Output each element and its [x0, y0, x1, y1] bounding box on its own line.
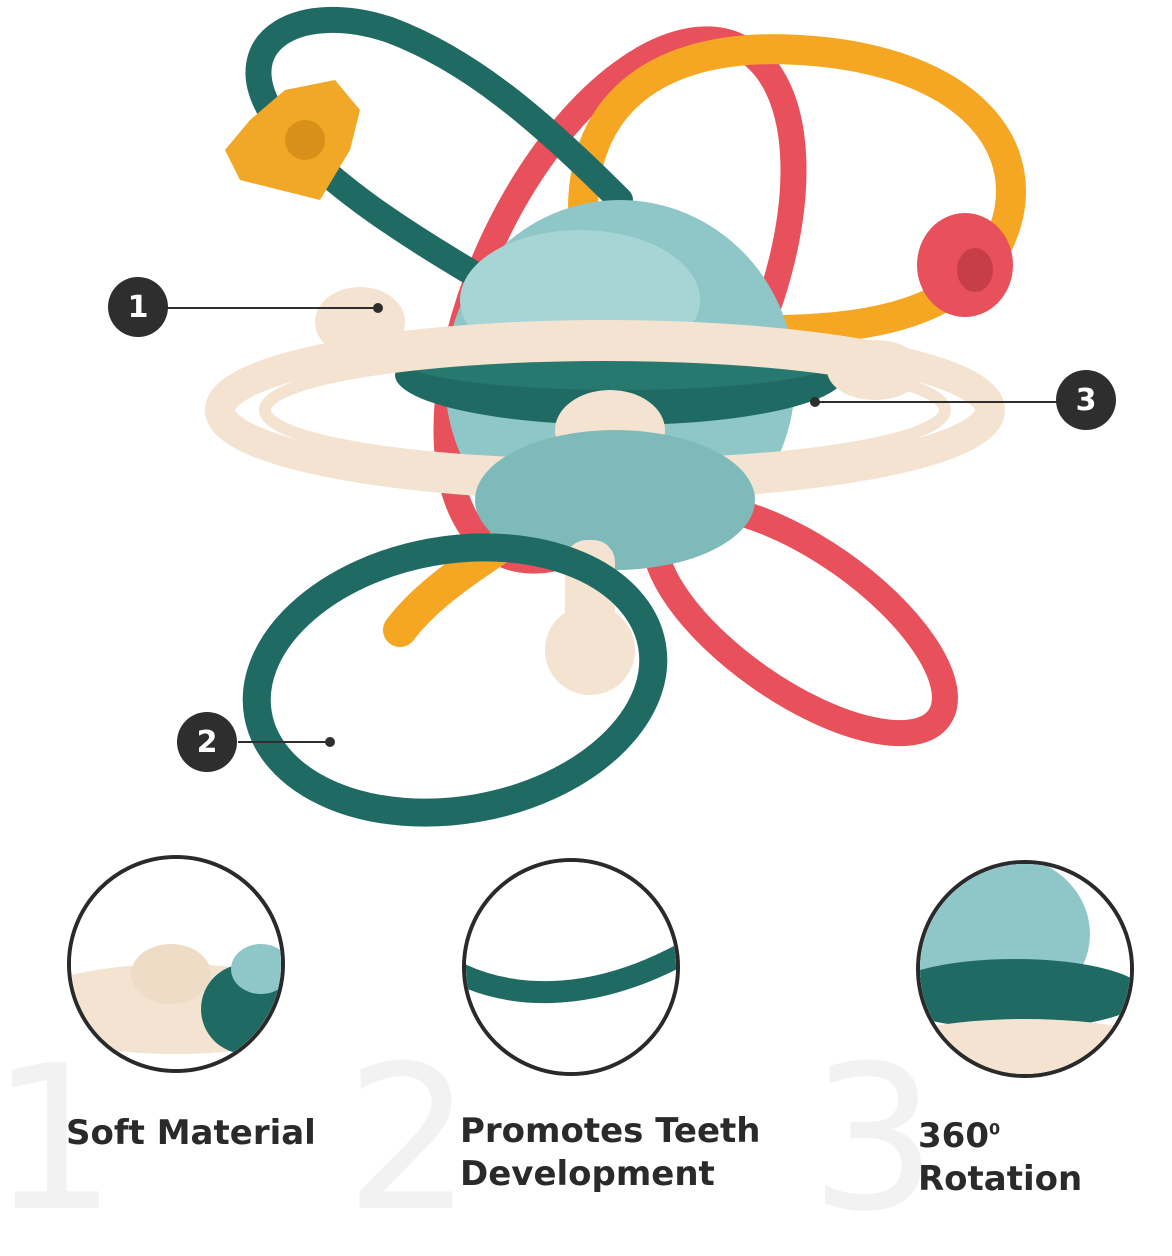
product-infographic: 1 2 3 1 2 3 Soft Material Pr: [0, 6, 1172, 1240]
teal-loop-lower: [242, 533, 668, 827]
teal-loop-upper: [245, 6, 633, 343]
callout-1: 1: [108, 277, 168, 337]
feature-label-teeth-development: Promotes Teeth Development: [460, 1110, 760, 1195]
detail-circle-rotation: [916, 860, 1134, 1078]
teal-loop-closeup: [466, 862, 676, 1072]
detail-circle-soft-material: [67, 855, 285, 1073]
rotation-closeup: [920, 864, 1130, 1074]
watermark-number-2: 2: [345, 1023, 473, 1256]
feature-1-text: Soft Material: [66, 1113, 316, 1153]
soft-material-closeup: [71, 859, 281, 1069]
teether-toy-illustration: [160, 6, 1060, 827]
detail-circle-teeth-development: [462, 858, 680, 1076]
feature-label-rotation: 3600 Rotation: [918, 1115, 1172, 1200]
feature-3-prefix: 360: [918, 1116, 989, 1156]
callout-2: 2: [177, 712, 237, 772]
feature-2-line-2: Development: [460, 1153, 715, 1194]
orange-loop: [568, 34, 1026, 345]
feature-3-suffix: Rotation: [918, 1158, 1083, 1199]
bottom-knob: [545, 605, 635, 695]
callout-3: 3: [1056, 370, 1116, 430]
feature-label-soft-material: Soft Material: [66, 1112, 316, 1155]
feature-3-superscript: 0: [988, 1119, 1001, 1139]
feature-2-line-1: Promotes Teeth: [460, 1111, 761, 1151]
